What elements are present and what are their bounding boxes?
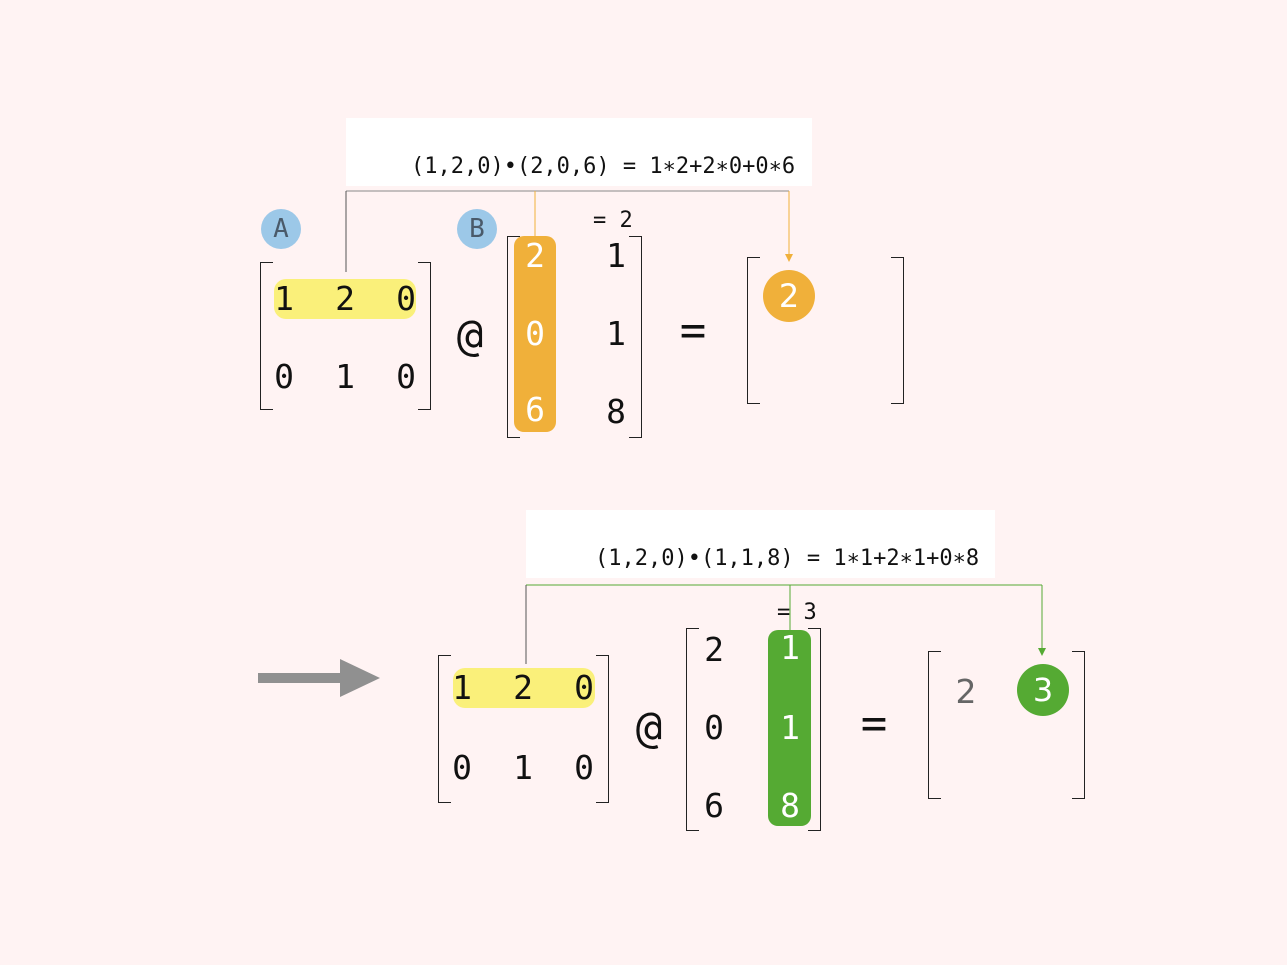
matrix-cell: 2 [335,279,355,318]
bracket-left [507,236,520,438]
matrix-a-label: A [261,209,301,249]
bracket-left [747,257,760,404]
column-highlight [514,236,556,432]
matrix-cell: 8 [780,786,800,825]
matrix-cell: 0 [574,748,594,787]
matrix-cell: 1 [452,668,472,707]
result-value: 2 [763,270,815,322]
matrix-cell: 0 [525,314,545,353]
matrix-cell: 2 [704,630,724,669]
equals-operator: = [679,305,707,356]
matrix-cell: 2 [513,668,533,707]
bracket-left [438,655,451,803]
bracket-right [1072,651,1085,799]
matrix-cell: 2 [525,236,545,275]
column-highlight [768,630,811,826]
step2-formula-box: (1,2,0)•(1,1,8) = 1∗1+2∗1+0∗8 = 3 [526,510,995,625]
step2-formula-line2: = 3 [777,600,817,625]
bracket-right [808,628,821,831]
matrix-cell: 1 [335,357,355,396]
matmul-operator: @ [635,702,663,753]
bracket-left [686,628,699,831]
matrix-cell: 1 [780,628,800,667]
matrix-cell: 1 [606,314,626,353]
matrix-cell: 0 [396,357,416,396]
matrix-b-label: B [457,209,497,249]
bracket-right [891,257,904,404]
equals-operator: = [860,698,888,749]
step1-connectors [345,190,793,272]
matrix-cell: 0 [274,357,294,396]
row-highlight [453,668,595,708]
matrix-cell: 1 [606,236,626,275]
row-highlight [274,279,416,319]
matrix-cell: 6 [525,390,545,429]
matrix-cell: 0 [574,668,594,707]
matrix-cell: 0 [704,708,724,747]
bracket-left [928,651,941,799]
matmul-operator: @ [456,310,484,361]
matrix-cell: 0 [396,279,416,318]
matrix-cell: 8 [606,392,626,431]
bracket-right [629,236,642,438]
matrix-cell: 6 [704,786,724,825]
matrix-cell: 1 [780,708,800,747]
step1-formula-line1: (1,2,0)•(2,0,6) = 1∗2+2∗0+0∗6 [410,154,796,179]
right-arrow-icon [258,659,380,697]
previous-result-value: 2 [955,672,977,711]
bracket-right [418,262,431,410]
step2-connectors [525,584,1046,664]
step1-formula-line2: = 2 [593,208,633,233]
step2-formula-line1: (1,2,0)•(1,1,8) = 1∗1+2∗1+0∗8 [594,546,980,571]
step1-formula-box: (1,2,0)•(2,0,6) = 1∗2+2∗0+0∗6 = 2 [346,118,812,233]
matrix-cell: 1 [513,748,533,787]
bracket-left [260,262,273,410]
matrix-cell: 0 [452,748,472,787]
bracket-right [596,655,609,803]
matrix-cell: 1 [274,279,294,318]
result-value: 3 [1017,664,1069,716]
